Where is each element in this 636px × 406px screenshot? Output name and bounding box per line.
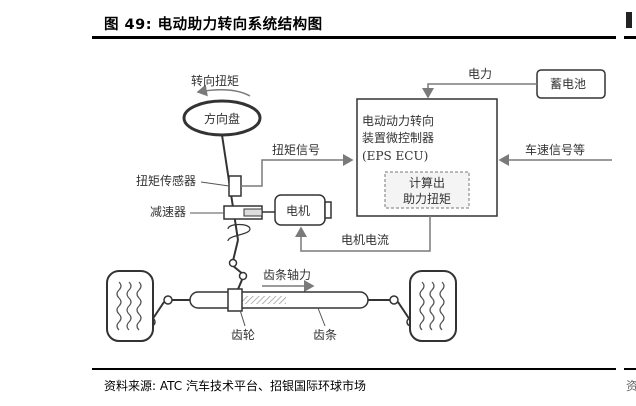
universal-joint-upper (228, 258, 238, 268)
reducer-label: 减速器 (150, 205, 186, 219)
pinion-label: 齿轮 (231, 328, 255, 342)
column-coupling (227, 223, 251, 242)
wheel-right (409, 270, 457, 342)
torque-signal-label: 扭矩信号 (272, 143, 320, 157)
steering-wheel-label: 方向盘 (204, 111, 240, 126)
tread-right-1 (419, 281, 425, 331)
steering-torque-arrow (196, 84, 251, 97)
source-rule (92, 368, 616, 370)
adjacent-source-rule (624, 368, 636, 370)
figure-title: 图 49: 电动助力转向系统结构图 (104, 17, 323, 33)
steering-torque-label: 转向扭矩 (191, 73, 239, 88)
reducer-gear (243, 208, 263, 217)
ecu-label-line3: (EPS ECU) (362, 149, 428, 163)
universal-joint-lower (238, 271, 248, 281)
page-corner-mark (626, 12, 632, 28)
ecu-label-line2: 装置微控制器 (362, 131, 434, 145)
ecu-label-line1: 电动动力转向 (362, 113, 434, 128)
tread-left-3 (136, 281, 142, 331)
motor-current-label: 电机电流 (341, 233, 389, 247)
torque-sensor-leader (200, 181, 230, 187)
motor-current-arrow (295, 216, 431, 252)
joint-right-inner (389, 295, 399, 305)
knuckle-right (397, 301, 411, 321)
intermediate-shaft (230, 239, 246, 295)
rack-label: 齿条 (313, 328, 337, 342)
tread-left-1 (116, 281, 122, 331)
tread-left-2 (126, 281, 132, 331)
figure-source: 资料来源: ATC 汽车技术平台、招银国际环球市场 (104, 379, 366, 393)
pinion-leader (239, 309, 246, 327)
rack-force-label: 齿条轴力 (263, 267, 311, 282)
tread-right-3 (439, 281, 445, 331)
title-rule (92, 36, 616, 39)
compute-line2: 助力扭矩 (403, 192, 451, 206)
motor-end-cap (324, 201, 332, 219)
assist-torque-calc-box (384, 171, 470, 209)
compute-line1: 计算出 (409, 175, 445, 190)
power-arrow (422, 83, 537, 99)
torque-signal-arrow (241, 154, 354, 187)
adjacent-column-text: 资 (626, 379, 636, 393)
torque-sensor (228, 175, 242, 197)
motor-label: 电机 (286, 204, 310, 218)
wheel-left (106, 270, 154, 342)
joint-left-inner (163, 295, 173, 305)
adjacent-title-rule (624, 36, 636, 39)
speed-signal-label: 车速信号等 (525, 142, 585, 157)
rack-leader (317, 307, 326, 327)
pinion-housing (227, 288, 243, 312)
rack-teeth (236, 296, 286, 304)
power-label: 电力 (468, 67, 492, 81)
battery-label: 蓄电池 (550, 77, 586, 91)
tread-right-2 (429, 281, 435, 331)
torque-sensor-label: 扭矩传感器 (136, 173, 196, 188)
